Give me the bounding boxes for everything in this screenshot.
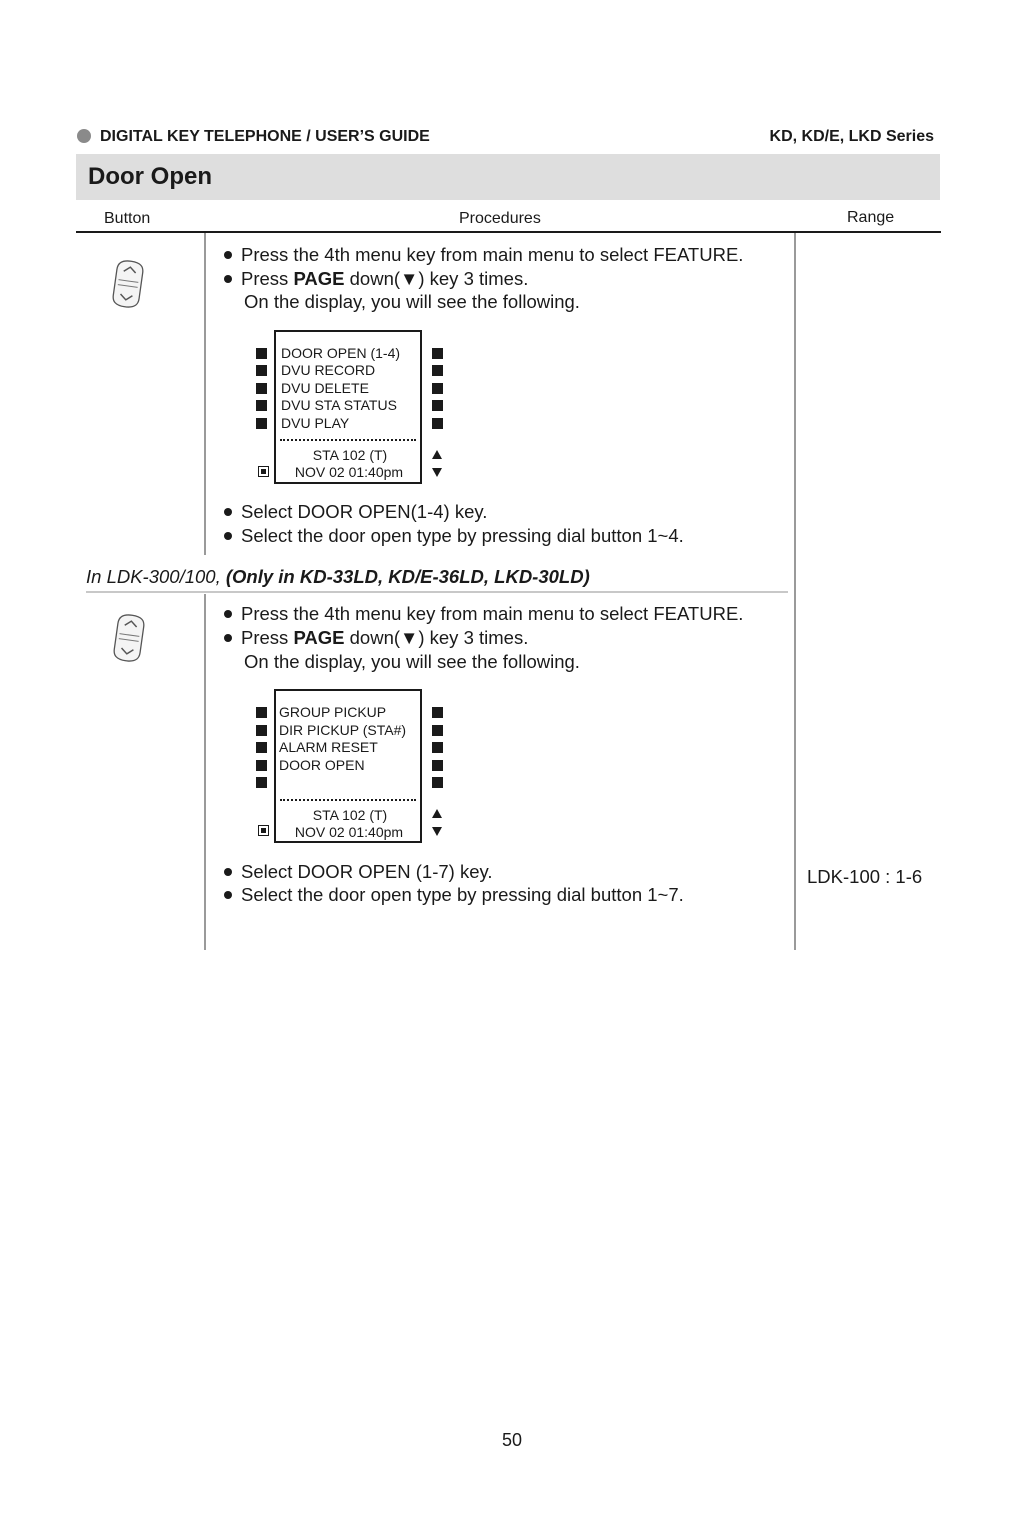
lcd-date-line: NOV 02 01:40pm xyxy=(294,464,404,480)
column-divider xyxy=(204,594,206,950)
section-title-bar: Door Open xyxy=(76,154,940,200)
lcd-separator xyxy=(280,439,416,441)
lcd-status-line: STA 102 (T) xyxy=(312,447,388,463)
page-key-label: PAGE xyxy=(293,627,345,648)
bullet-icon xyxy=(224,275,232,284)
bullet-icon xyxy=(224,532,232,541)
page-key-icon xyxy=(112,260,144,308)
bullet-icon xyxy=(224,610,232,619)
lcd-menu-item: ALARM RESET xyxy=(279,739,378,755)
header-rule xyxy=(76,231,941,233)
model-note: In LDK-300/100, (Only in KD-33LD, KD/E-3… xyxy=(86,566,590,587)
soft-key-icon xyxy=(256,742,267,753)
lcd-menu-item: DVU RECORD xyxy=(281,362,376,378)
bullet-icon xyxy=(224,251,232,260)
lcd-separator xyxy=(280,799,416,801)
note-rule xyxy=(86,591,788,593)
series-label: KD, KD/E, LKD Series xyxy=(769,128,934,145)
soft-key-icon xyxy=(432,348,443,359)
display-note: On the display, you will see the followi… xyxy=(244,651,580,672)
column-header-button: Button xyxy=(104,210,151,227)
lcd-menu-item: DVU STA STATUS xyxy=(281,397,397,413)
lcd-menu-item: DIR PICKUP (STA#) xyxy=(279,722,407,738)
soft-key-icon xyxy=(256,760,267,771)
column-divider xyxy=(204,233,206,555)
select-key-icon xyxy=(258,466,269,477)
soft-key-icon xyxy=(432,760,443,771)
lcd-menu-item: DOOR OPEN xyxy=(279,757,365,773)
lcd-display: GROUP PICKUP DIR PICKUP (STA#) ALARM RES… xyxy=(274,689,422,843)
soft-key-icon xyxy=(432,418,443,429)
bullet-icon xyxy=(224,868,232,877)
column-header-range: Range xyxy=(847,209,895,226)
soft-key-icon xyxy=(432,400,443,411)
soft-key-icon xyxy=(256,418,267,429)
soft-key-icon xyxy=(256,348,267,359)
soft-key-icon xyxy=(256,400,267,411)
soft-key-icon xyxy=(432,365,443,376)
step-text: Press PAGE down(▼) key 3 times. xyxy=(224,626,528,650)
lcd-menu-item: DVU PLAY xyxy=(281,415,350,431)
bullet-icon xyxy=(224,891,232,900)
step-text: Press PAGE down(▼) key 3 times. xyxy=(224,267,528,291)
step-text: Select the door open type by pressing di… xyxy=(224,524,684,548)
bullet-icon xyxy=(224,634,232,643)
step-text: Press the 4th menu key from main menu to… xyxy=(224,243,743,267)
page-number: 50 xyxy=(501,1430,523,1450)
page-key-label: PAGE xyxy=(293,268,345,289)
header-bullet-icon xyxy=(77,129,91,143)
scroll-up-icon xyxy=(432,450,442,459)
step-text: Select DOOR OPEN(1-4) key. xyxy=(224,500,487,524)
scroll-down-icon xyxy=(432,827,442,836)
lcd-display: DOOR OPEN (1-4) DVU RECORD DVU DELETE DV… xyxy=(274,330,422,484)
select-key-icon xyxy=(258,825,269,836)
page-key-icon xyxy=(113,614,145,662)
lcd-date-line: NOV 02 01:40pm xyxy=(294,824,404,840)
step-text: Select the door open type by pressing di… xyxy=(224,883,684,907)
soft-key-icon xyxy=(432,707,443,718)
lcd-menu-item: GROUP PICKUP xyxy=(279,704,387,720)
guide-title: DIGITAL KEY TELEPHONE / USER’S GUIDE xyxy=(100,128,430,145)
scroll-up-icon xyxy=(432,809,442,818)
step-text: Press the 4th menu key from main menu to… xyxy=(224,602,743,626)
section-title: Door Open xyxy=(88,163,212,190)
bullet-icon xyxy=(224,508,232,517)
column-divider xyxy=(794,233,796,950)
soft-key-icon xyxy=(256,383,267,394)
step-text: Select DOOR OPEN (1-7) key. xyxy=(224,860,493,884)
range-value: LDK-100 : 1-6 xyxy=(807,866,923,887)
lcd-menu-item: DOOR OPEN (1-4) xyxy=(281,345,401,361)
scroll-down-icon xyxy=(432,468,442,477)
soft-key-icon xyxy=(432,383,443,394)
soft-key-icon xyxy=(256,365,267,376)
lcd-menu-item: DVU DELETE xyxy=(281,380,369,396)
column-header-procedures: Procedures xyxy=(459,210,541,227)
display-note: On the display, you will see the followi… xyxy=(244,291,580,312)
soft-key-icon xyxy=(256,777,267,788)
soft-key-icon xyxy=(432,777,443,788)
soft-key-icon xyxy=(256,707,267,718)
soft-key-icon xyxy=(432,742,443,753)
soft-key-icon xyxy=(432,725,443,736)
lcd-status-line: STA 102 (T) xyxy=(312,807,388,823)
soft-key-icon xyxy=(256,725,267,736)
